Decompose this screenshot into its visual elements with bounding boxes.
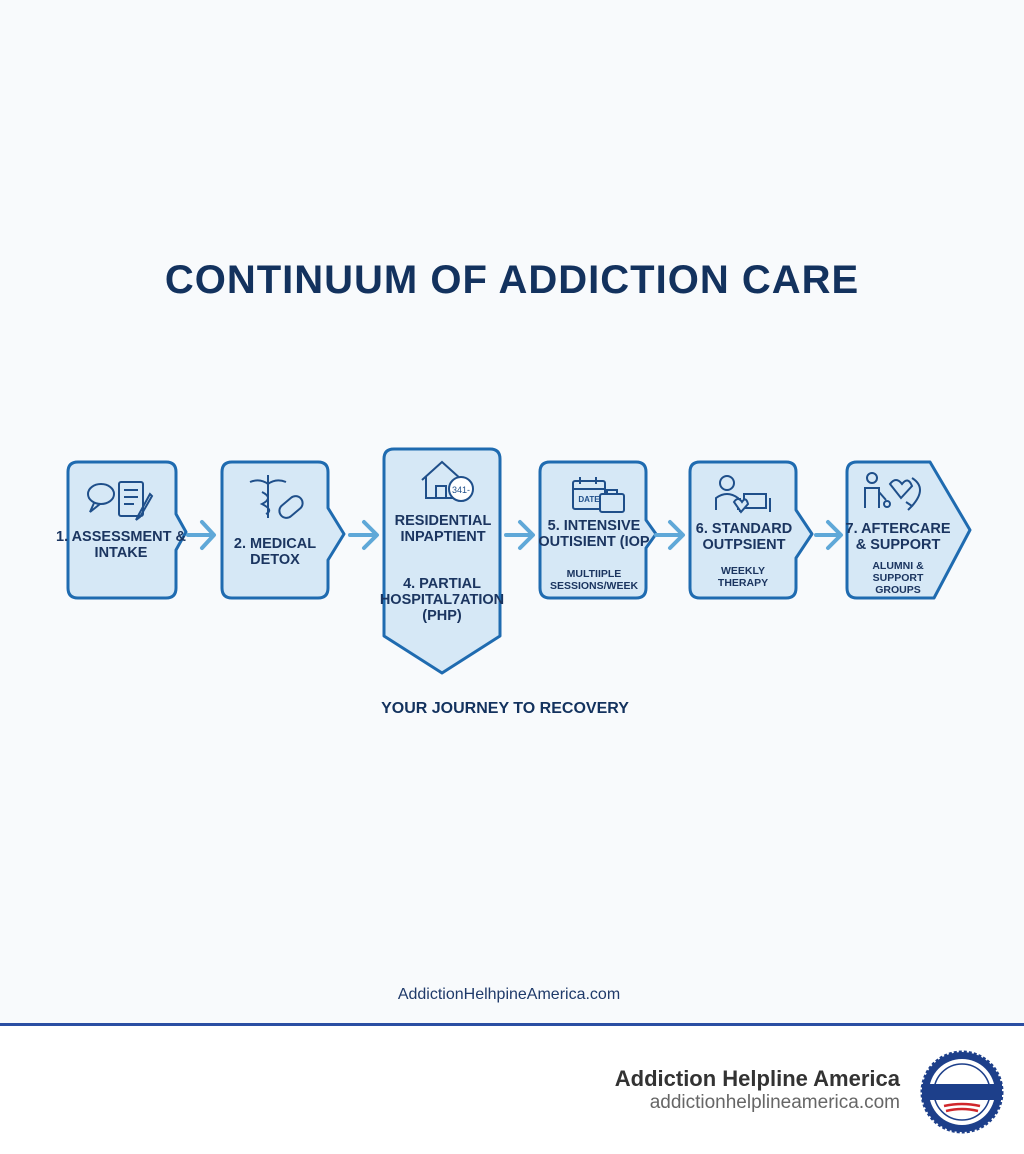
calendar-icon-text: DATE	[578, 495, 600, 504]
house-clock-icon-text: 341-	[452, 485, 470, 495]
footer-brand: Addiction Helpline America	[614, 1066, 900, 1091]
step-2-box	[220, 460, 346, 600]
step-6-label: 6. STANDARD OUTPSIENT	[695, 521, 793, 553]
step-5-label: 5. INTENSIVE OUTISIENT (IOP	[538, 518, 650, 550]
arrow-6-7	[814, 520, 843, 550]
step-7-box	[845, 460, 972, 600]
footer-url[interactable]: addictionhelplineamerica.com	[649, 1092, 900, 1113]
step-7-sublabel: ALUMNI & SUPPORT GROUPS	[872, 560, 924, 596]
caduceus-pill-icon	[249, 475, 304, 519]
house-clock-icon	[421, 460, 474, 502]
step-5-sublabel: MULTIIPLE SESSIONS/WEEK	[549, 568, 639, 592]
arrow-1-2	[186, 520, 216, 550]
step-7-label: 7. AFTERCARE & SUPPORT	[845, 521, 951, 553]
step-2-label: 2. MEDICAL DETOX	[233, 536, 317, 568]
step-1-box	[66, 460, 188, 600]
step-5-box	[538, 460, 658, 600]
person-couch-icon	[715, 475, 771, 514]
divider	[0, 1023, 1024, 1026]
diagram-title: CONTINUUM OF ADDICTION CARE	[164, 258, 860, 302]
people-heart-cycle-icon	[864, 472, 921, 511]
step-4-label: 4. PARTIAL HOSPITAL7ATION (PHP)	[379, 576, 505, 624]
step-3-box	[382, 447, 502, 675]
site-url: AddictionHelhpineAmerica.com	[397, 986, 621, 1003]
journey-label: YOUR JOURNEY TO RECOVERY	[381, 700, 629, 717]
step-3-label: RESIDENTIAL INPAPTIENT	[394, 513, 492, 545]
step-1-label: 1. ASSESSMENT & INTAKE	[56, 529, 186, 561]
helpline-logo	[920, 1050, 1004, 1134]
arrow-3-5	[504, 520, 535, 550]
calendar-briefcase-icon	[572, 477, 625, 513]
arrow-5-6	[654, 520, 685, 550]
footer	[0, 1026, 1024, 1154]
arrow-2-3	[348, 520, 379, 550]
step-6-sublabel: WEEKLY THERAPY	[717, 565, 769, 589]
chat-clipboard-icon	[87, 481, 154, 521]
